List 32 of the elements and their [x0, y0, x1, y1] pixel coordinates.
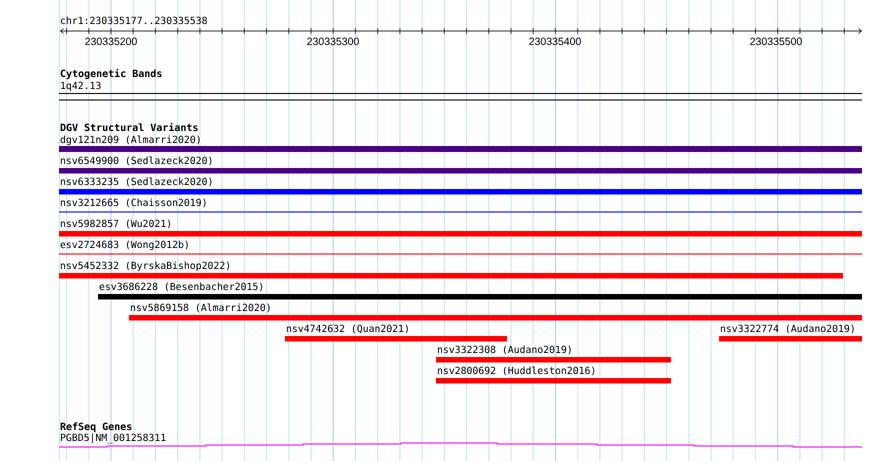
- variant-line: esv2724683 (Wong2012b): [58, 240, 862, 254]
- variant-bar: nsv3322774 (Audano2019): [719, 324, 862, 342]
- node-label: nsv3322774 (Audano2019): [720, 324, 854, 334]
- variant-bar: nsv6333235 (Sedlazeck2020): [59, 178, 862, 194]
- cytoband: 1q42.13: [58, 82, 862, 100]
- node-label: nsv6549900 (Sedlazeck2020): [60, 156, 212, 166]
- node-label: nsv2800692 (Huddleston2016): [438, 366, 594, 376]
- tick-label: 230335200: [85, 38, 137, 46]
- variant-bar: dgv121n209 (Almarri2020): [59, 136, 862, 152]
- tick-label: 230335400: [529, 38, 581, 46]
- variant-line: nsv3212665 (Chaisson2019): [58, 198, 862, 212]
- node-label: nsv5982857 (Wu2021): [60, 220, 170, 228]
- variant-bar: nsv4742632 (Quan2021): [285, 324, 507, 342]
- node-label: nsv4742632 (Quan2021): [286, 324, 408, 334]
- node-label: nsv5869158 (Almarri2020): [130, 304, 270, 312]
- node-label: nsv3322308 (Audano2019): [438, 346, 571, 354]
- track-title: DGV Structural Variants: [60, 122, 198, 132]
- variant-bar: nsv3322308 (Audano2019): [436, 346, 671, 362]
- tick-label: 230335300: [307, 38, 359, 46]
- variant-bar: nsv5869158 (Almarri2020): [129, 304, 862, 320]
- coordinate-label: chr1:230335177..230335538: [60, 16, 207, 24]
- node-label: dgv121n209 (Almarri2020): [60, 136, 200, 146]
- node-label: esv3686228 (Besenbacher2015): [100, 282, 262, 292]
- variant-bar: esv3686228 (Besenbacher2015): [98, 282, 862, 300]
- node-label: nsv5452332 (ByrskaBishop2022): [60, 262, 230, 272]
- variant-bar: nsv5452332 (ByrskaBishop2022): [59, 262, 844, 278]
- variant-bar: nsv6549900 (Sedlazeck2020): [59, 156, 862, 174]
- variant-bar: nsv2800692 (Huddleston2016): [436, 366, 671, 384]
- tick-label: 230335500: [750, 38, 802, 46]
- node-label: nsv6333235 (Sedlazeck2020): [60, 178, 212, 186]
- gene-track: PGBD5|NM_001258311: [58, 434, 862, 448]
- variant-bar: nsv5982857 (Wu2021): [59, 220, 862, 236]
